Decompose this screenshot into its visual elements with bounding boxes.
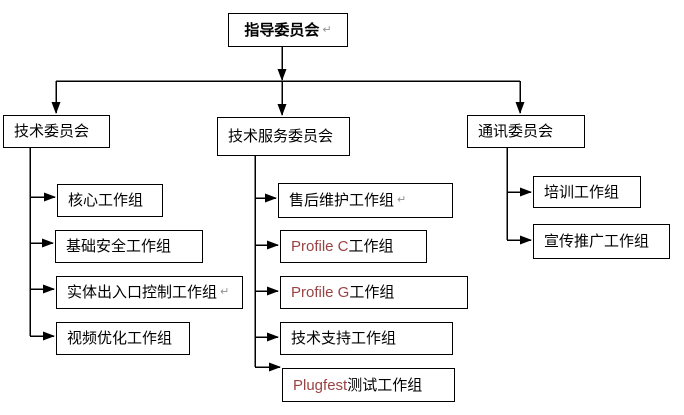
node-label: 实体出入口控制工作组	[67, 284, 218, 301]
node-technical-service-committee: 技术服务委员会	[217, 117, 350, 156]
node-label: 技术委员会	[14, 123, 90, 140]
node-label-latin: Plugfest	[293, 376, 348, 394]
node-label: 工作组	[349, 284, 395, 301]
node-label-latin: Profile C	[291, 238, 349, 255]
node-label: 核心工作组	[68, 192, 144, 209]
node-technical-committee: 技术委员会	[3, 115, 110, 148]
node-label: 指导委员会	[244, 21, 320, 39]
node-steering-committee: 指导委员会↵	[228, 13, 348, 47]
node-label: 技术服务委员会	[228, 128, 334, 145]
node-video-optimization-working-group: 视频优化工作组	[56, 322, 190, 355]
node-plugfest-testing-working-group: Plugfest 测试工作组	[282, 368, 455, 402]
node-label: 培训工作组	[544, 183, 620, 201]
node-communication-committee: 通讯委员会	[467, 115, 585, 148]
node-profile-c-working-group: Profile C 工作组	[280, 230, 427, 263]
node-label: 基础安全工作组	[66, 238, 172, 255]
node-promotion-working-group: 宣传推广工作组	[533, 224, 670, 259]
node-label: 技术支持工作组	[291, 330, 397, 347]
node-label: 宣传推广工作组	[544, 233, 650, 250]
paragraph-mark: ↵	[322, 23, 332, 36]
node-physical-access-control-working-group: 实体出入口控制工作组↵	[56, 276, 243, 309]
node-basic-security-working-group: 基础安全工作组	[55, 230, 203, 263]
node-technical-support-working-group: 技术支持工作组	[280, 322, 453, 355]
node-training-working-group: 培训工作组	[533, 176, 641, 208]
node-after-sales-maintenance-working-group: 售后维护工作组↵	[278, 183, 453, 218]
node-label: 售后维护工作组	[289, 192, 395, 209]
node-profile-g-working-group: Profile G 工作组	[280, 276, 468, 309]
node-label: 通讯委员会	[478, 123, 554, 140]
node-label: 工作组	[348, 238, 394, 255]
node-label: 测试工作组	[347, 376, 423, 394]
paragraph-mark: ↵	[397, 194, 407, 206]
node-label-latin: Profile G	[291, 284, 350, 301]
paragraph-mark: ↵	[220, 286, 230, 298]
node-core-working-group: 核心工作组	[57, 184, 163, 217]
node-label: 视频优化工作组	[67, 330, 173, 347]
